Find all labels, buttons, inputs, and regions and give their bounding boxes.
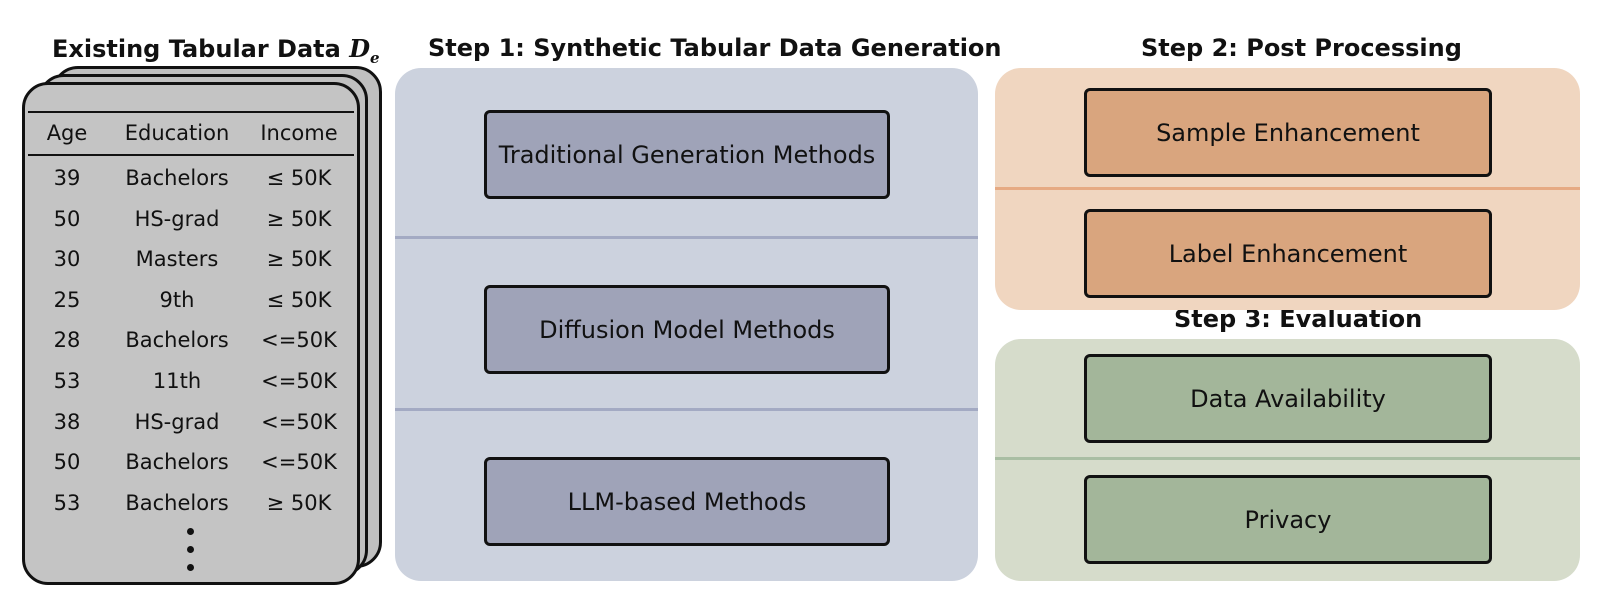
cell-education: 9th [159,288,195,312]
existing-data-title: Existing Tabular Data De [52,34,380,67]
cell-age: 30 [53,247,81,271]
ellipsis-dot [187,546,194,553]
cell-education: Bachelors [125,450,229,474]
diffusion-model-box: Diffusion Model Methods [484,285,890,374]
cell-education: Bachelors [125,166,229,190]
cell-education: Bachelors [125,491,229,515]
cell-age: 53 [53,369,81,393]
cell-income: <=50K [261,328,337,352]
table-header-rule [28,154,354,156]
ellipsis-dot [187,528,194,535]
label-enhancement-box: Label Enhancement [1084,209,1492,298]
cell-education: HS-grad [134,410,220,434]
ellipsis-dot [187,564,194,571]
cell-age: 50 [53,207,81,231]
column-header-age: Age [46,121,88,145]
cell-education: 11th [152,369,202,393]
cell-education: Bachelors [125,328,229,352]
cell-income: ≤ 50K [266,288,332,312]
step1-title: Step 1: Synthetic Tabular Data Generatio… [428,34,1002,62]
existing-data-table [22,82,360,585]
data-availability-box: Data Availability [1084,354,1492,443]
cell-income: ≥ 50K [266,207,332,231]
step2-divider [995,187,1580,190]
column-header-education: Education [124,121,230,145]
cell-income: <=50K [261,410,337,434]
step1-divider [395,236,978,239]
cell-education: HS-grad [134,207,220,231]
cell-age: 50 [53,450,81,474]
cell-income: <=50K [261,369,337,393]
llm-based-box: LLM-based Methods [484,457,890,546]
cell-age: 28 [53,328,81,352]
privacy-box: Privacy [1084,475,1492,564]
cell-age: 38 [53,410,81,434]
cell-income: <=50K [261,450,337,474]
cell-education: Masters [135,247,219,271]
cell-income: ≤ 50K [266,166,332,190]
step3-divider [995,457,1580,460]
column-header-income: Income [260,121,338,145]
cell-age: 25 [53,288,81,312]
cell-age: 39 [53,166,81,190]
cell-income: ≥ 50K [266,247,332,271]
step2-title: Step 2: Post Processing [1141,34,1462,62]
sample-enhancement-box: Sample Enhancement [1084,88,1492,177]
existing-data-title-text: Existing Tabular Data [52,35,341,63]
step1-divider [395,408,978,411]
dataset-symbol: De [349,34,380,67]
cell-income: ≥ 50K [266,491,332,515]
traditional-generation-box: Traditional Generation Methods [484,110,890,199]
cell-age: 53 [53,491,81,515]
table-top-rule [28,111,354,113]
